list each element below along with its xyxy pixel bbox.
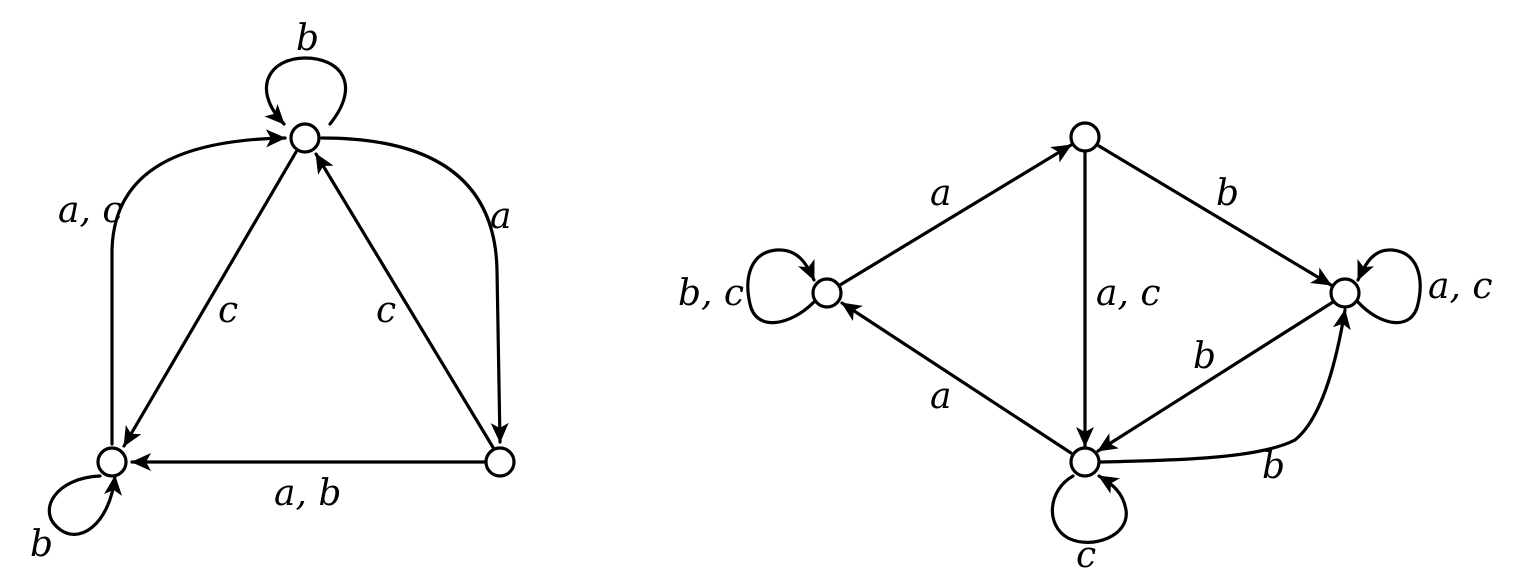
right-label-right-to-bottom: b xyxy=(1193,336,1216,377)
right-label-top-to-right: b xyxy=(1216,173,1239,214)
right-graph: a b a, c b, c a, c a b b c xyxy=(678,121,1493,576)
right-edge-left-to-top xyxy=(838,143,1073,287)
right-edge-bottom-to-left xyxy=(840,301,1073,455)
right-edge-left-loop xyxy=(746,248,816,325)
left-label-left-loop: b xyxy=(30,524,53,565)
left-edge-right-to-top xyxy=(314,152,496,451)
left-label-left-to-top: a, c xyxy=(58,190,123,231)
right-node-right xyxy=(1329,277,1361,309)
right-label-top-to-bottom: a, c xyxy=(1096,273,1161,314)
left-label-top-loop: b xyxy=(296,18,319,59)
left-edge-top-loop xyxy=(264,56,348,126)
right-label-bottom-to-right: b xyxy=(1262,446,1285,487)
left-node-right xyxy=(484,446,516,478)
left-edge-top-to-left xyxy=(122,150,298,448)
right-edge-right-loop xyxy=(1356,248,1422,325)
right-node-left xyxy=(811,277,843,309)
left-edge-left-loop xyxy=(47,474,123,536)
left-graph: b b c c a a, c a, b xyxy=(30,18,516,565)
right-label-left-loop: b, c xyxy=(678,273,744,314)
left-label-top-to-right: a xyxy=(490,196,511,237)
right-label-right-loop: a, c xyxy=(1428,266,1493,307)
left-node-top xyxy=(289,122,321,154)
right-node-bottom xyxy=(1069,446,1101,478)
right-edge-bottom-to-right xyxy=(1099,308,1351,464)
left-node-left xyxy=(96,446,128,478)
right-label-left-to-top: a xyxy=(930,173,951,214)
left-label-right-to-left: a, b xyxy=(274,473,341,514)
right-node-top xyxy=(1069,121,1101,153)
right-label-bottom-to-left: a xyxy=(930,376,951,417)
right-edge-top-to-right xyxy=(1097,144,1333,287)
right-edge-right-to-bottom xyxy=(1096,300,1335,453)
left-label-top-to-left: c xyxy=(218,290,238,331)
right-label-bottom-loop: c xyxy=(1076,535,1096,576)
left-label-right-to-top: c xyxy=(376,290,396,331)
left-edge-left-to-top xyxy=(110,129,287,446)
right-edge-bottom-loop xyxy=(1050,474,1128,544)
left-edge-top-to-right xyxy=(320,136,509,444)
